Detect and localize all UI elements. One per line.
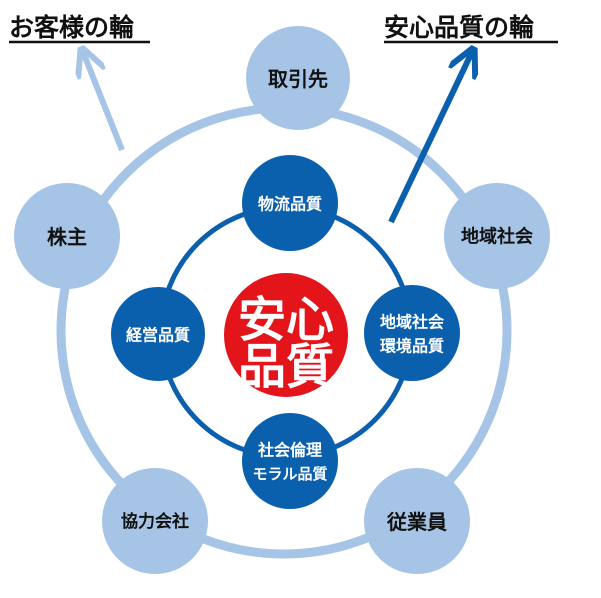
outer-node-business-partners: 取引先 — [246, 26, 350, 130]
inner-node-ethics-label: 社会倫理 — [257, 441, 322, 460]
outer-node-partner-companies: 協力会社 — [102, 468, 208, 574]
inner-node-logistics-label: 物流品質 — [258, 195, 322, 214]
center-label-line2: 品質 — [238, 339, 334, 395]
inner-node-logistics: 物流品質 — [242, 155, 338, 251]
inner-node-management: 経営品質 — [111, 287, 205, 381]
outer-node-business-partners-label: 取引先 — [268, 67, 328, 91]
outer-node-shareholders-label: 株主 — [47, 225, 87, 249]
title-quality-ring: 安心品質の輪 — [384, 13, 535, 42]
quality-ring-arrow — [388, 52, 472, 224]
outer-node-local-community: 地域社会 — [444, 183, 550, 289]
outer-node-partner-companies-label: 協力会社 — [121, 511, 189, 532]
outer-node-shareholders: 株主 — [14, 183, 120, 289]
outer-node-local-community-label: 地域社会 — [461, 226, 533, 248]
center-label-line1: 安心 — [238, 292, 334, 348]
outer-node-employees-label: 従業員 — [386, 510, 447, 534]
customer-ring-arrow — [83, 52, 125, 152]
inner-node-community-label: 地域社会 — [380, 313, 444, 332]
inner-node-morals-label: モラル品質 — [252, 465, 327, 483]
inner-node-environment-label: 環境品質 — [380, 337, 444, 356]
outer-node-employees: 従業員 — [364, 468, 470, 574]
center-node: 安心 品質 — [224, 273, 348, 397]
title-customer-ring: お客様の輪 — [9, 13, 135, 42]
inner-node-ethics-morals: 社会倫理 モラル品質 — [242, 413, 338, 509]
inner-node-community-environment: 地域社会 環境品質 — [364, 285, 460, 381]
inner-node-management-label: 経営品質 — [126, 326, 190, 345]
